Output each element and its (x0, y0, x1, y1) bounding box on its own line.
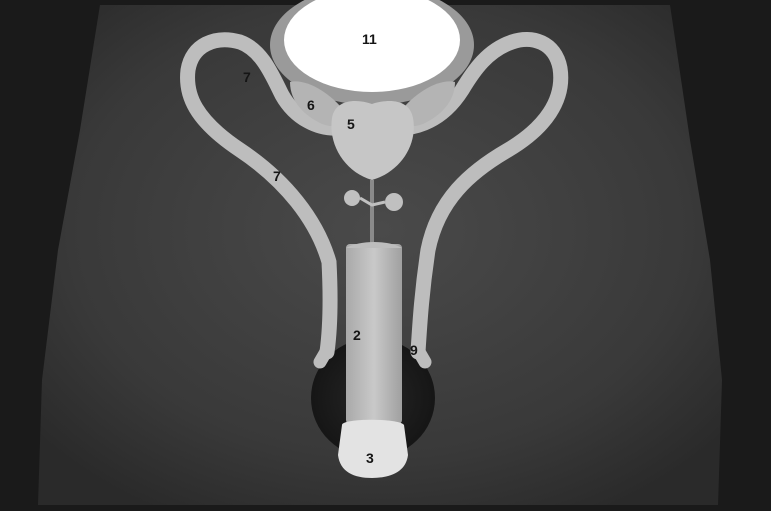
label-bladder: 11 (362, 31, 377, 47)
gland-right (385, 193, 403, 211)
cord-end-right (418, 350, 425, 362)
label-spermatic-cord: 9 (410, 342, 418, 358)
label-vas-deferens-upper: 7 (243, 69, 251, 85)
glans (338, 420, 408, 478)
label-prostate: 5 (347, 116, 355, 132)
label-vas-deferens-lower: 7 (273, 168, 281, 184)
label-glans: 3 (366, 450, 374, 466)
gland-left (344, 190, 360, 206)
cord-end-left (320, 350, 327, 362)
label-shaft: 2 (353, 327, 361, 343)
label-seminal-vesicle: 6 (307, 97, 315, 113)
